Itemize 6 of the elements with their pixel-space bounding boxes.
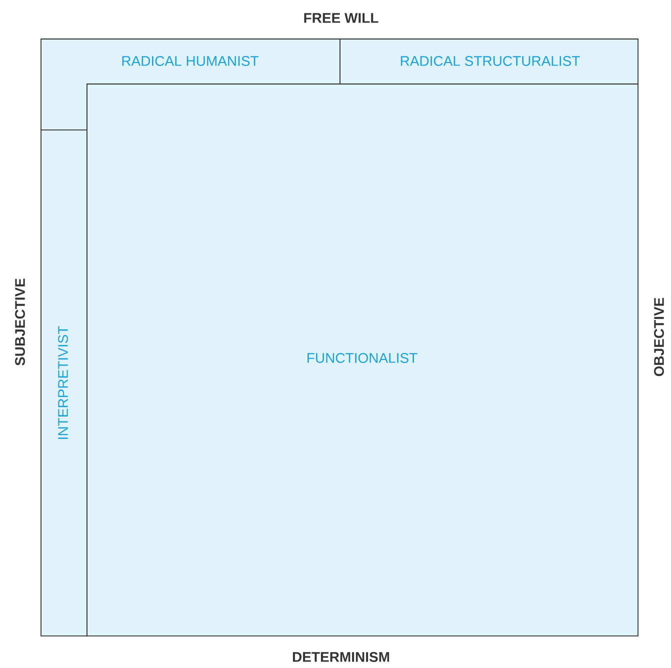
axis-label: DETERMINISM [292,652,390,662]
region: RADICAL STRUCTURALIST [340,38,638,84]
axis-label: FREE WILL [304,13,378,23]
axis-label: OBJECTIVE [654,298,664,376]
region: INTERPRETIVIST [40,130,88,636]
axis-label: SUBJECTIVE [15,278,25,366]
